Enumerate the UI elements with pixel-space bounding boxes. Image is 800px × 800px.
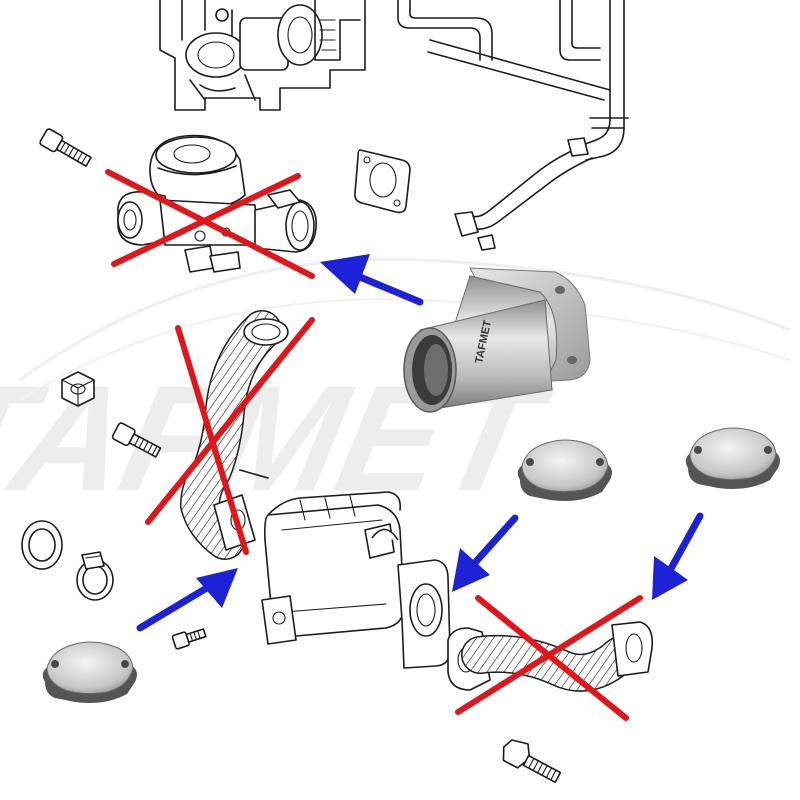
engine-manifold bbox=[159, 0, 366, 111]
gasket-plate-upper bbox=[354, 149, 411, 214]
blanking-plate-photo bbox=[685, 427, 780, 489]
egr-delete-pipe-photo: TAFMET bbox=[403, 267, 591, 413]
egr-valve bbox=[117, 134, 317, 273]
blue-arrow-to-lower-pipe bbox=[652, 512, 704, 600]
blanking-plate-photo bbox=[42, 641, 137, 703]
red-cross-egr-valve bbox=[105, 169, 315, 279]
bolt-icon bbox=[502, 739, 562, 784]
blue-arrow-to-cooler-left bbox=[136, 568, 238, 632]
red-cross-upper-pipe bbox=[145, 317, 315, 555]
bolt-icon bbox=[39, 128, 92, 167]
bolt-icon bbox=[111, 422, 162, 458]
watermark-swoosh bbox=[19, 257, 791, 382]
bolt-icon bbox=[171, 628, 207, 650]
hose-clamp-icon bbox=[76, 551, 114, 601]
red-cross-lower-pipe bbox=[455, 595, 643, 721]
blanking-plate-photo bbox=[517, 439, 612, 501]
vacuum-lines bbox=[397, 0, 629, 251]
gasket-ring-icon bbox=[21, 520, 63, 570]
nut-icon bbox=[61, 371, 95, 407]
blue-arrow-to-cooler bbox=[452, 514, 519, 592]
egr-cooler bbox=[261, 491, 451, 669]
blue-arrow-to-valve bbox=[320, 254, 424, 306]
